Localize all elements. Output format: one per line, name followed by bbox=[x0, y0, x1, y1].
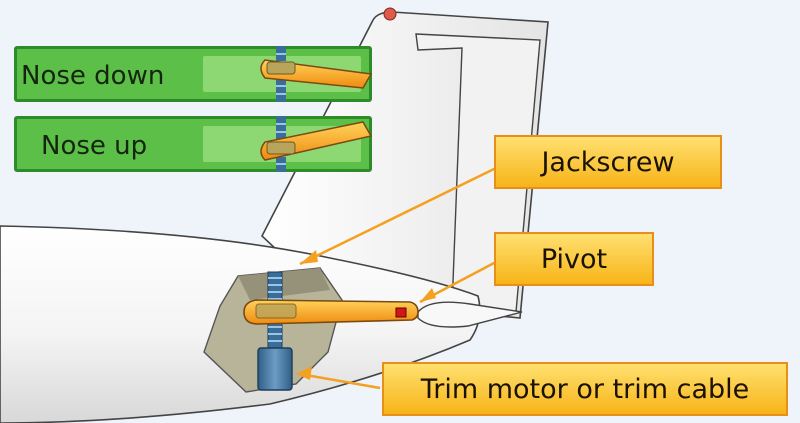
pivot-callout: Pivot bbox=[494, 232, 654, 286]
trim-motor-callout: Trim motor or trim cable bbox=[382, 362, 788, 416]
nose-up-label: Nose up bbox=[41, 131, 148, 161]
nose-down-arm-icon bbox=[260, 46, 373, 102]
tail-cone bbox=[417, 301, 523, 328]
trim-motor bbox=[257, 347, 293, 391]
pivot-point bbox=[395, 307, 407, 318]
nose-up-arm-icon bbox=[260, 116, 373, 172]
nose-down-label: Nose down bbox=[21, 61, 165, 91]
jackscrew-callout: Jackscrew bbox=[494, 135, 722, 189]
nose-up-inset: Nose up bbox=[14, 116, 373, 172]
fin-tip-light bbox=[383, 7, 397, 21]
nose-down-inset: Nose down bbox=[14, 46, 373, 102]
